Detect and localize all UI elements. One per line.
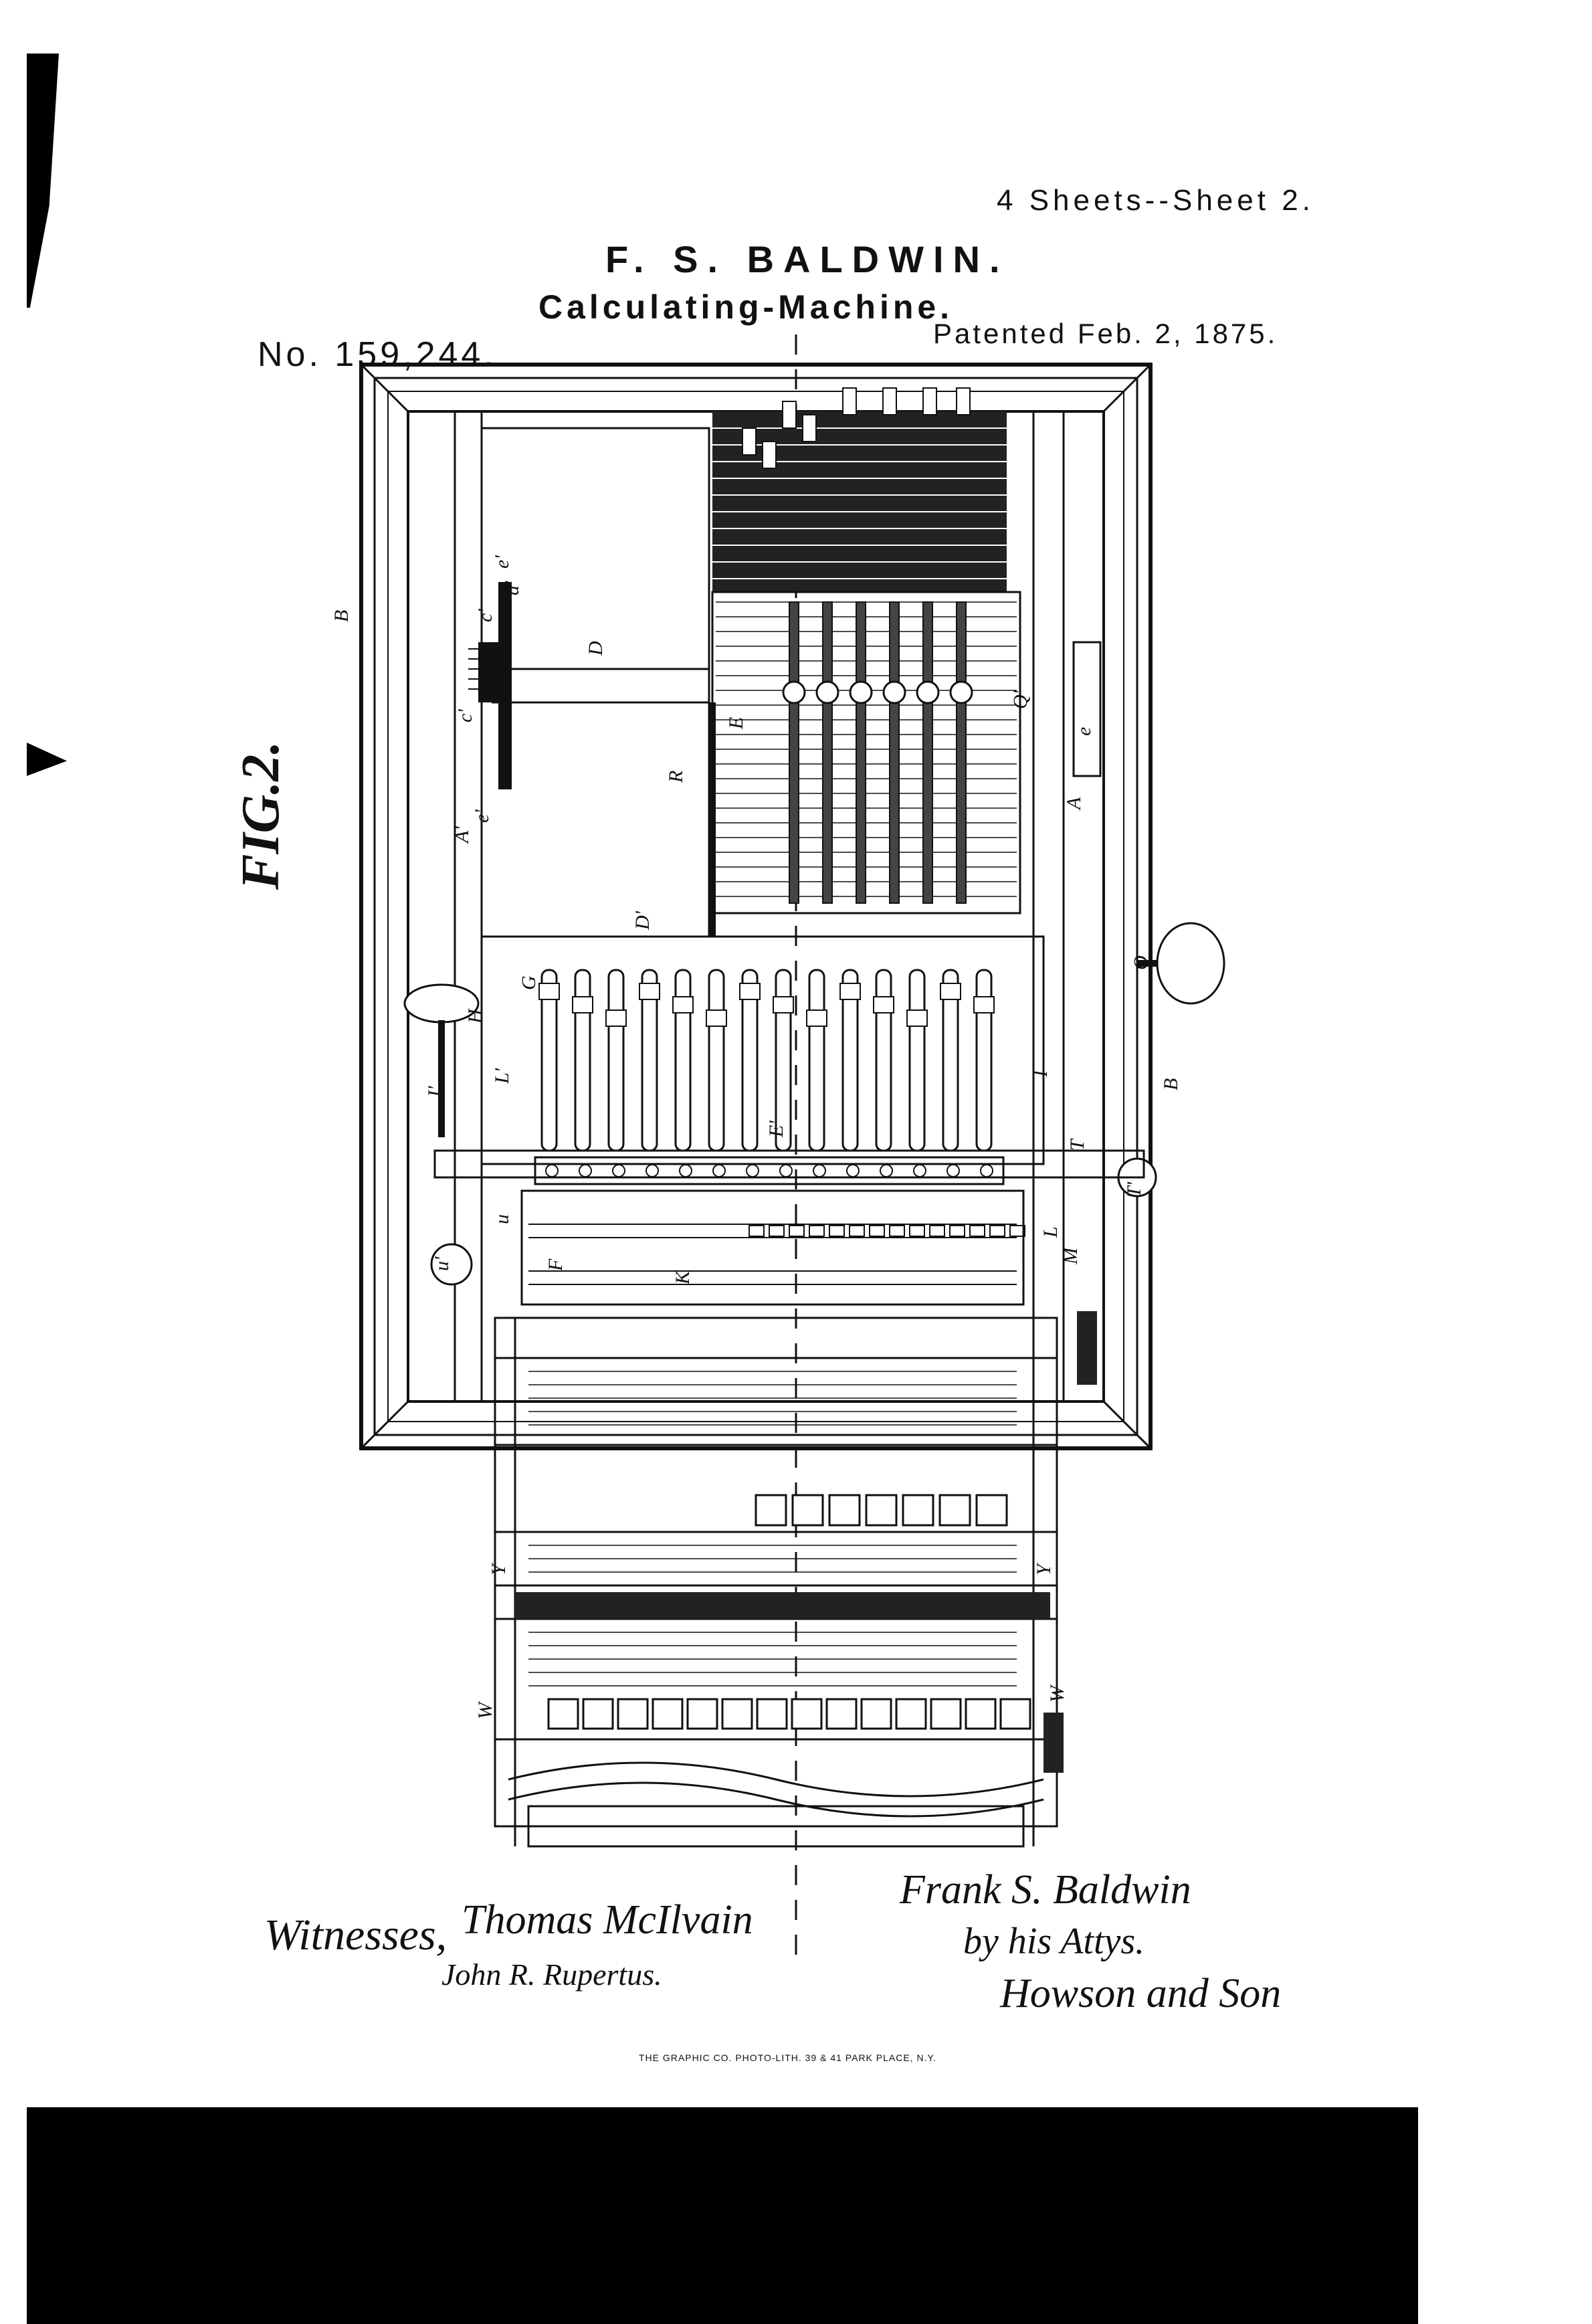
figure-reference-letter: W xyxy=(1046,1684,1068,1703)
inventor-signature: Frank S. Baldwin xyxy=(900,1867,1191,1913)
witness-signature-2: John R. Rupertus. xyxy=(441,1957,662,1992)
figure-reference-letter: c' xyxy=(454,709,476,722)
figure-reference-letter: E' xyxy=(765,1121,787,1138)
figure-reference-letter: A' xyxy=(451,826,473,844)
figure-reference-letter: Y xyxy=(1033,1562,1055,1575)
figure-reference-letter: W xyxy=(474,1701,496,1719)
patent-number: No. 159,244. xyxy=(258,335,497,374)
right-handle xyxy=(1156,922,1225,1005)
figure-reference-letter: u xyxy=(491,1214,513,1224)
attorneys-signature: Howson and Son xyxy=(1000,1971,1282,2016)
figure-reference-letter: u' xyxy=(431,1256,453,1271)
figure-reference-letter: H xyxy=(464,1007,486,1024)
witnesses-label: Witnesses, xyxy=(264,1911,447,1959)
patent-date: Patented Feb. 2, 1875. xyxy=(933,318,1278,349)
figure-reference-letter: D' xyxy=(631,910,654,931)
figure-reference-letter: M xyxy=(1060,1246,1082,1265)
figure-reference-letter: I' xyxy=(424,1086,446,1098)
figure-reference-letter: E xyxy=(725,717,747,730)
figure-reference-letter: e' xyxy=(491,555,513,569)
figure-reference-letter: Q xyxy=(1130,955,1152,970)
figure-reference-letter: B xyxy=(330,610,353,622)
figure-reference-letter: d' xyxy=(501,581,523,595)
figure-reference-letter: T xyxy=(1066,1138,1088,1151)
figure-reference-letter: B xyxy=(1160,1078,1182,1090)
carriage xyxy=(494,1317,1058,1828)
sheet-info: 4 Sheets--Sheet 2. xyxy=(997,184,1314,217)
figure-reference-letter: L xyxy=(1039,1226,1062,1238)
figure-reference-letter: R xyxy=(665,771,687,783)
figure-reference-letter: F xyxy=(544,1258,567,1272)
inventor-name: F. S. BALDWIN. xyxy=(605,238,1009,280)
figure-reference-letter: e' xyxy=(471,809,493,823)
figure-reference-letter: T' xyxy=(1123,1181,1145,1197)
figure-reference-letter: K xyxy=(672,1270,694,1285)
figure-reference-letter: Q' xyxy=(1009,690,1031,709)
outer-frame xyxy=(359,363,1153,1450)
by-attorneys: by his Attys. xyxy=(963,1921,1145,1962)
figure-reference-letter: I xyxy=(1029,1069,1052,1078)
figure-reference-letter: L' xyxy=(491,1068,513,1084)
invention-title: Calculating-Machine. xyxy=(538,288,954,326)
figure-reference-letter: A xyxy=(1063,797,1085,811)
figure-reference-letter: c' xyxy=(474,609,496,622)
scan-edge-bottom xyxy=(27,2107,1418,2324)
figure-reference-letter: Y xyxy=(488,1562,510,1575)
witness-signature-1: Thomas McIlvain xyxy=(462,1897,753,1943)
figure-reference-letter: G xyxy=(518,975,540,990)
printer-credit: THE GRAPHIC CO. PHOTO-LITH. 39 & 41 PARK… xyxy=(639,2052,936,2063)
figure-reference-letter: D xyxy=(585,641,607,656)
figure-reference-letter: e xyxy=(1073,727,1095,736)
